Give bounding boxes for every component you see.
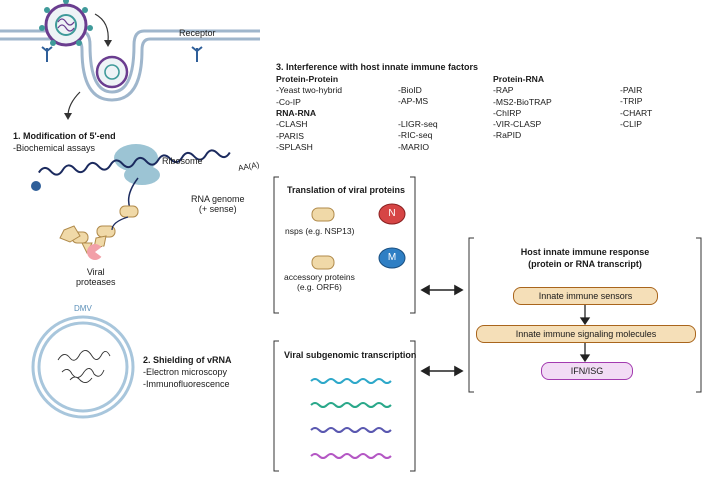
rna-rna-title: RNA-RNA: [276, 108, 317, 118]
step2-method-1: -Electron microscopy: [143, 367, 228, 377]
pathway-arrows: [579, 304, 591, 363]
method-item: -RAP: [493, 85, 514, 96]
step3-title: 3. Interference with host innate immune …: [276, 62, 479, 72]
accessory-label: accessory proteins (e.g. ORF6): [284, 272, 355, 292]
protein-protein-title: Protein-Protein: [276, 74, 339, 84]
ifn-isg-node: IFN/ISG: [541, 362, 633, 380]
method-item: -BioID: [398, 85, 422, 95]
method-item: -PAIR: [620, 85, 643, 95]
interaction-arrows: [420, 284, 464, 377]
transcription-bracket: [273, 340, 416, 472]
method-item: -Yeast two-hybrid: [276, 85, 343, 96]
step2-method-2: -Immunofluorescence: [143, 379, 230, 389]
accessory-protein-icon: [311, 255, 335, 270]
rna-genome-label: RNA genome (+ sense): [191, 194, 245, 214]
release-arrow: [67, 91, 81, 117]
m-protein-icon: [378, 247, 406, 269]
method-item: -VIR-CLASP: [493, 119, 542, 130]
method-item: -Co-IP: [276, 96, 301, 107]
method-item: -RIC-seq: [398, 130, 433, 141]
innate-immune-signaling-node: Innate immune signaling molecules: [476, 325, 696, 343]
translation-bracket: [273, 176, 416, 314]
endocytosed-virus-icon: [95, 55, 129, 89]
dmv-label: DMV: [74, 304, 92, 313]
method-item: -MARIO: [398, 141, 430, 152]
nsp-protein-icon: [311, 207, 335, 222]
subgenomic-rna-waves: [310, 378, 392, 459]
protein-rna-section: Protein-RNA -RAP -MS2-BioTRAP -ChIRP -VI…: [493, 74, 552, 142]
method-item: -TRIP: [620, 96, 643, 107]
protein-protein-section: Protein-Protein -Yeast two-hybrid -Co-IP: [276, 74, 342, 108]
translation-box-title: Translation of viral proteins: [287, 185, 406, 195]
m-badge: M: [387, 252, 397, 263]
method-item: -ChIRP: [493, 107, 522, 118]
host-box-title: Host innate immune response (protein or …: [520, 247, 650, 269]
method-item: -CLIP: [620, 118, 642, 129]
innate-immune-sensors-node: Innate immune sensors: [513, 287, 658, 305]
method-item: -SPLASH: [276, 141, 313, 152]
transcription-box-title: Viral subgenomic transcription: [284, 350, 417, 360]
protein-rna-title: Protein-RNA: [493, 74, 545, 84]
n-protein-icon: [378, 203, 406, 225]
method-item: -CHART: [620, 107, 653, 118]
protein-protein-col2: -BioID -AP-MS: [398, 85, 428, 108]
step1-method: -Biochemical assays: [13, 143, 96, 153]
polyprotein-icon: [59, 205, 139, 255]
method-item: -MS2-BioTRAP: [493, 96, 552, 107]
receptor-icon: [41, 46, 203, 62]
entry-arrow: [94, 13, 109, 43]
method-item: -CLASH: [276, 119, 308, 130]
step1-title: 1. Modification of 5'-end: [13, 131, 116, 141]
5-prime-cap-icon: [31, 181, 41, 191]
rna-genome-strand: [38, 149, 231, 176]
dmv-icon: [31, 315, 135, 419]
rna-rna-section: RNA-RNA -CLASH -PARIS -SPLASH: [276, 108, 316, 153]
protein-rna-col2: -PAIR -TRIP -CHART -CLIP: [620, 85, 652, 130]
n-badge: N: [388, 208, 396, 219]
receptor-label: Receptor: [179, 28, 216, 38]
method-item: -RaPID: [493, 130, 522, 141]
rna-rna-col2: -LIGR-seq -RIC-seq -MARIO: [398, 119, 438, 153]
method-item: -PARIS: [276, 130, 305, 141]
cell-membrane: [0, 29, 260, 102]
step2-title: 2. Shielding of vRNA: [143, 355, 232, 365]
method-item: -AP-MS: [398, 96, 429, 107]
method-item: -LIGR-seq: [398, 119, 438, 129]
viral-proteases-label: Viral proteases: [76, 267, 116, 287]
ribosome-label: Ribosome: [162, 156, 203, 166]
nsps-label: nsps (e.g. NSP13): [285, 226, 355, 236]
virus-particle-icon: [39, 0, 93, 47]
host-bracket: [468, 237, 702, 393]
